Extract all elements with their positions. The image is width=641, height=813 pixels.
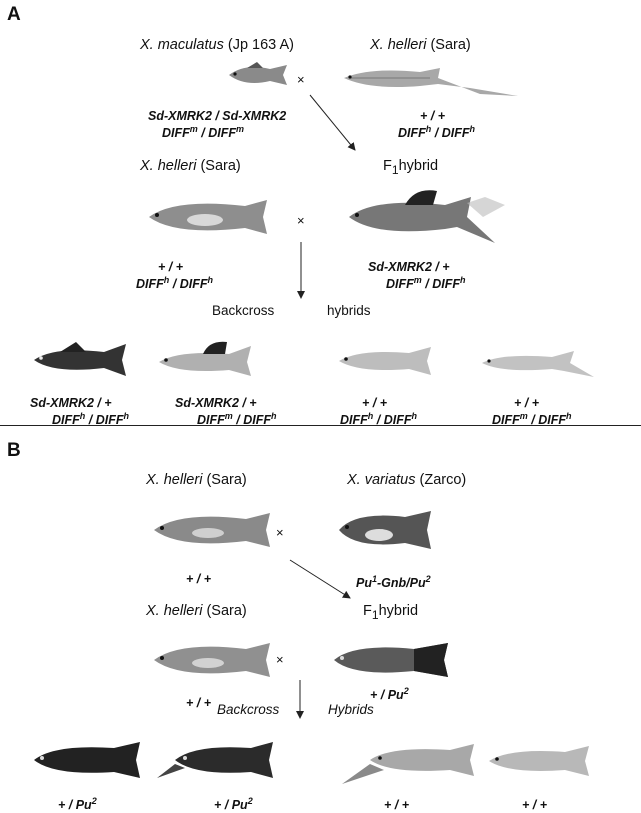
arrow-b-to-f1 — [290, 560, 350, 598]
arrow-a-to-f1 — [310, 95, 355, 150]
